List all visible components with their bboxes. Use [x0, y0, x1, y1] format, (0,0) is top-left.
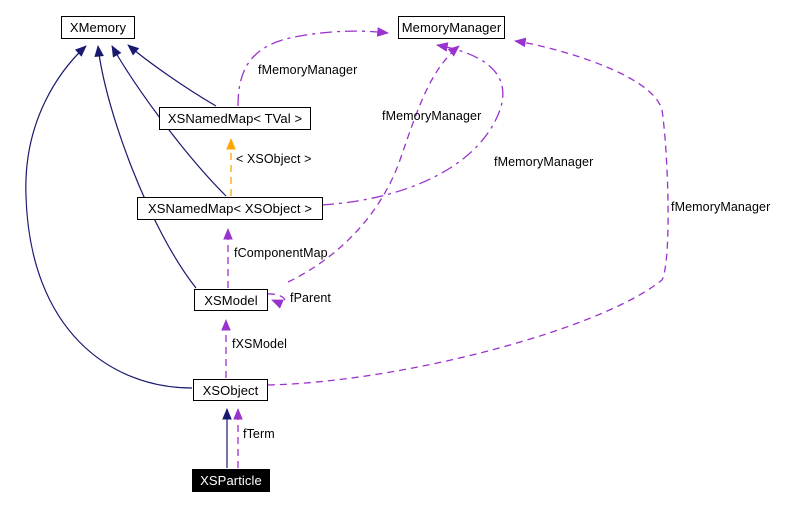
edge-label-fmemorymanager-2: fMemoryManager: [382, 109, 482, 123]
edge-xsnamedmaptval-to-xmemory: [127, 44, 217, 107]
inheritance-edges: [25, 44, 232, 468]
node-xsnamedmap-xsobject-label: XSNamedMap< XSObject >: [147, 201, 313, 216]
node-xsobject-label: XSObject: [202, 382, 259, 398]
node-xsparticle-label: XSParticle: [200, 473, 262, 488]
edge-label-fmemorymanager-3: fMemoryManager: [494, 155, 594, 169]
node-xsnamedmap-tval-label: XSNamedMap< TVal >: [167, 111, 303, 126]
node-memorymanager-label: MemoryManager: [401, 20, 502, 35]
edge-fparent-selfloop: [267, 293, 286, 309]
edge-label-fmemorymanager-4: fMemoryManager: [671, 200, 771, 214]
node-xmemory[interactable]: XMemory: [61, 16, 135, 39]
edge-fmemorymanager-2: [321, 42, 504, 206]
edge-label-fxsmodel: fXSModel: [232, 337, 287, 351]
edge-xsobject-to-xmemory: [25, 45, 193, 389]
node-memorymanager[interactable]: MemoryManager: [398, 16, 505, 39]
node-xsmodel-label: XSModel: [204, 292, 258, 308]
node-xsmodel[interactable]: XSModel: [194, 289, 268, 311]
edge-label-fterm: fTerm: [243, 427, 275, 441]
edge-label-fcomponentmap: fComponentMap: [234, 246, 328, 260]
node-xsnamedmap-xsobject[interactable]: XSNamedMap< XSObject >: [137, 197, 323, 220]
edge-fmemorymanager-4: [267, 37, 669, 386]
node-xmemory-label: XMemory: [69, 20, 127, 35]
edge-fmemorymanager-1: [237, 27, 389, 107]
node-xsnamedmap-tval[interactable]: XSNamedMap< TVal >: [159, 107, 311, 130]
edge-xsmodel-to-xmemory: [94, 45, 197, 289]
node-xsparticle[interactable]: XSParticle: [192, 469, 270, 492]
edge-label-fparent: fParent: [290, 291, 332, 305]
edge-label-template-xsobject: < XSObject >: [236, 152, 312, 166]
edge-label-fmemorymanager-1: fMemoryManager: [258, 63, 358, 77]
edge-xsnamedmapxsobject-to-xmemory: [111, 45, 227, 197]
edge-fmemorymanager-3: [287, 45, 460, 283]
node-xsobject[interactable]: XSObject: [193, 379, 268, 401]
usage-edges: [221, 27, 669, 468]
